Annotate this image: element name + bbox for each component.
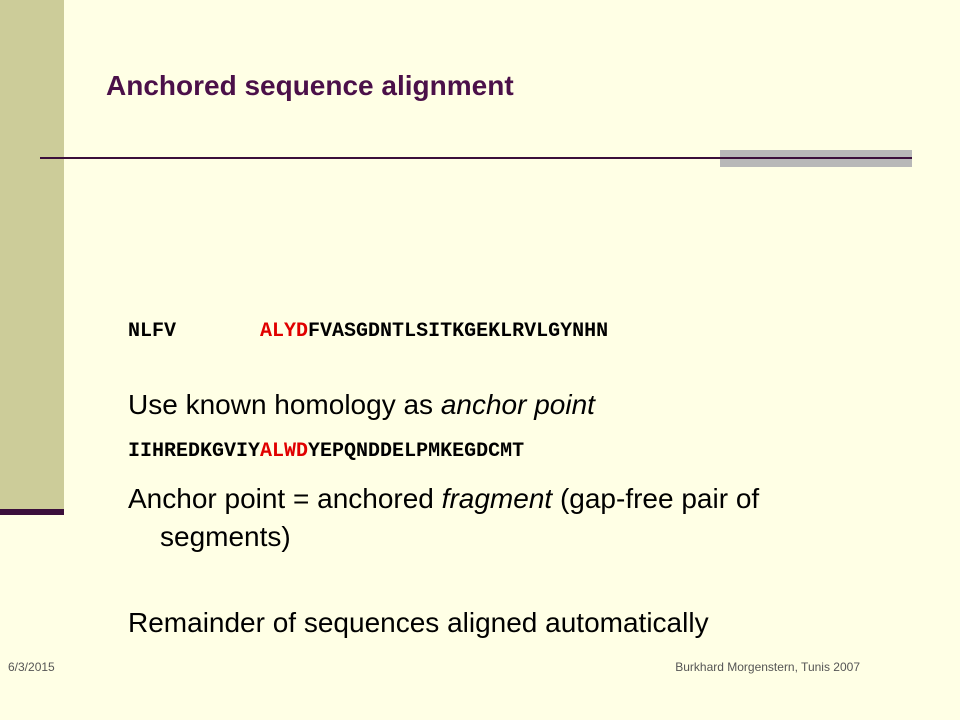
bullet-item: Anchor point = anchored fragment (gap-fr… <box>128 480 880 556</box>
sequence-prefix: NLFV <box>128 320 261 343</box>
sequence-suffix: YEPQNDDELPMKEGDCMT <box>308 440 525 463</box>
bullet-item: Use known homology as anchor point <box>128 386 880 424</box>
sidebar-base-rule <box>0 509 64 515</box>
sequence-alignment: NLFV ALYDFVASGDNTLSITKGEKLRVLGYNHN IIHRE… <box>128 232 608 512</box>
sequence-suffix: FVASGDNTLSITKGEKLRVLGYNHN <box>308 320 609 343</box>
title-rule <box>40 157 912 159</box>
sequence-line-1: NLFV ALYDFVASGDNTLSITKGEKLRVLGYNHN <box>128 312 608 352</box>
bullet-emphasis: fragment <box>441 483 553 514</box>
slide-title: Anchored sequence alignment <box>106 70 514 101</box>
bullet-text: Remainder of sequences aligned automatic… <box>128 607 709 638</box>
sequence-prefix: IIHREDKGVIY <box>128 440 261 463</box>
bullet-item: Remainder of sequences aligned automatic… <box>128 604 880 642</box>
bullet-emphasis: anchor point <box>440 389 595 420</box>
footer-date: 6/3/2015 <box>8 660 55 674</box>
sequence-line-2: IIHREDKGVIYALWDYEPQNDDELPMKEGDCMT <box>128 432 608 472</box>
anchor-segment: ALWD <box>260 440 309 463</box>
sidebar-decoration <box>0 0 64 512</box>
bullet-text: Anchor point = anchored <box>128 483 442 514</box>
footer-credit: Burkhard Morgenstern, Tunis 2007 <box>675 660 860 674</box>
bullet-text: Use known homology as <box>128 389 441 420</box>
bullet-text: (gap-free pair of segments) <box>160 483 760 552</box>
anchor-segment: ALYD <box>260 320 309 343</box>
